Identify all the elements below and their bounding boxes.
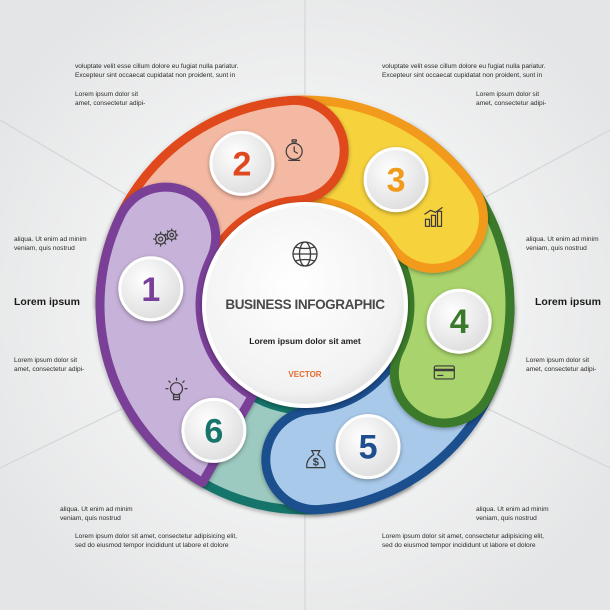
- text-top-left-a: voluptate velit esse cillum dolore eu fu…: [75, 63, 239, 79]
- badge-6: 6: [181, 397, 247, 463]
- badge-5: 5: [335, 414, 401, 480]
- bar-chart-icon: [424, 206, 443, 227]
- center-tag: VECTOR: [288, 370, 322, 379]
- text-bottom-right-b: Lorem ipsum dolor sit amet, consectetur …: [382, 533, 544, 549]
- badge-4: 4: [426, 288, 492, 354]
- credit-card-icon: [433, 365, 455, 380]
- badge-number: 4: [450, 303, 469, 341]
- divider-upper-right: [479, 129, 610, 201]
- badge-number: 5: [359, 429, 378, 467]
- badge-3: 3: [363, 147, 429, 213]
- center-subtitle: Lorem ipsum dolor sit amet: [249, 336, 361, 346]
- badge-number: 1: [141, 271, 160, 309]
- right-title: Lorem ipsum: [535, 296, 601, 308]
- lightbulb-icon: [165, 377, 188, 401]
- badge-2: 2: [209, 130, 275, 196]
- divider-upper-left: [0, 119, 136, 201]
- money-bag-icon: $: [306, 450, 326, 469]
- badge-number: 6: [204, 412, 223, 450]
- badge-number: 2: [232, 145, 251, 183]
- left-title: Lorem ipsum: [14, 296, 80, 308]
- badge-1: 1: [118, 256, 184, 322]
- svg-text:$: $: [313, 457, 319, 469]
- divider-lower-right: [479, 404, 610, 469]
- text-top-right-a: voluptate velit esse cillum dolore eu fu…: [382, 63, 546, 79]
- text-bottom-left-b: Lorem ipsum dolor sit amet, consectetur …: [75, 533, 237, 549]
- globe-icon: [292, 241, 318, 267]
- center-disc: [202, 202, 408, 408]
- divider-lower-left: [0, 404, 131, 469]
- badge-number: 3: [387, 162, 406, 200]
- gears-icon: [153, 228, 179, 247]
- stopwatch-icon: [285, 139, 303, 161]
- center-title: BUSINESS INFOGRAPHIC: [225, 297, 385, 312]
